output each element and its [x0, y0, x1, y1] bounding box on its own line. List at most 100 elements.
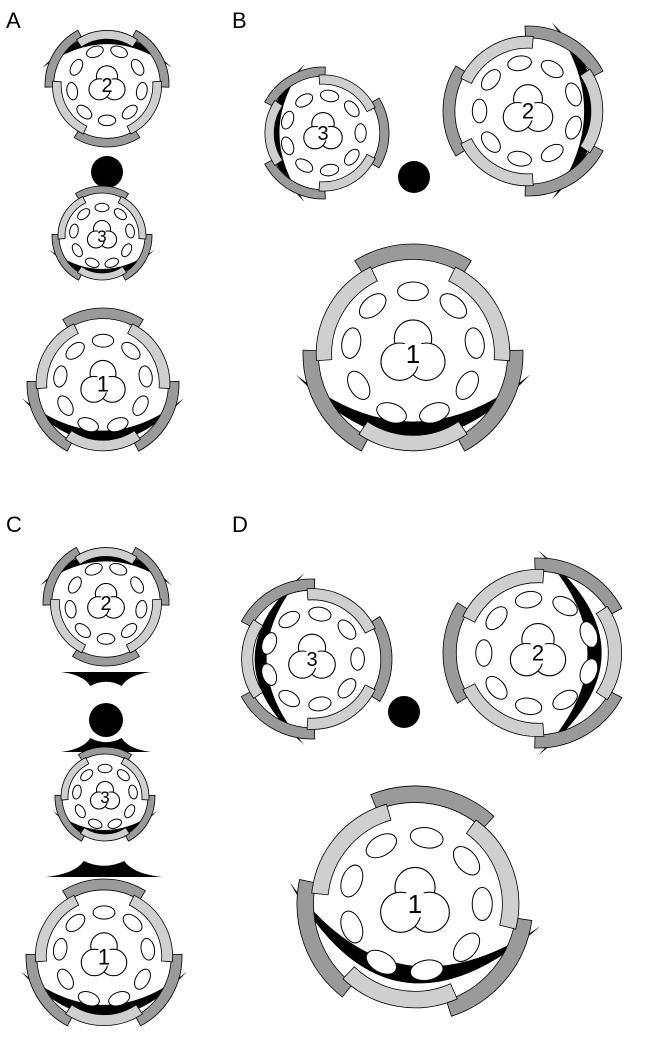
outer-tepal: [265, 67, 326, 106]
stamen: [139, 937, 156, 961]
stamen: [52, 365, 68, 388]
outer-tepal: [134, 381, 179, 451]
flower-b-3-number: 3: [317, 123, 328, 145]
stamen: [63, 911, 88, 935]
inner-tepal: [580, 69, 603, 153]
stamen: [362, 829, 401, 863]
panel-label-a: A: [6, 8, 21, 33]
panel-label-d: D: [232, 512, 248, 537]
axis-c: [89, 703, 123, 737]
flower-c-3-number: 3: [100, 788, 109, 807]
stamen: [66, 575, 84, 596]
stamen: [108, 561, 128, 577]
flower-a-2-number: 2: [101, 75, 112, 97]
stamen: [342, 146, 362, 167]
stamen: [73, 621, 93, 641]
flower-b-2: 2: [443, 22, 603, 199]
axis-b: [398, 161, 430, 193]
outer-tepal: [525, 145, 603, 196]
outer-tepal: [43, 547, 81, 605]
stamen: [104, 256, 120, 269]
flower-c-2-number: 2: [100, 593, 111, 615]
stamen: [342, 98, 362, 119]
flower-c-2: 2: [40, 547, 171, 666]
stamen: [435, 289, 471, 323]
stamen: [339, 326, 363, 360]
flower-a-2: 2: [42, 30, 171, 147]
stamen: [293, 91, 315, 110]
stamen: [120, 102, 140, 121]
stamen: [319, 163, 339, 177]
axis-a: [91, 156, 123, 188]
flower-b-3: 3: [265, 64, 389, 202]
stamen: [128, 784, 139, 799]
stamen: [64, 600, 78, 619]
stamen: [65, 82, 78, 101]
panel-label-c: C: [6, 512, 22, 537]
flower-a-3-number: 3: [97, 227, 106, 246]
stamen: [514, 696, 543, 717]
stamen: [63, 339, 88, 363]
outer-tepal: [125, 795, 155, 841]
stamen: [355, 124, 366, 142]
flower-d-3-number: 3: [306, 649, 317, 671]
stamen: [115, 767, 131, 783]
panel-label-b: B: [232, 8, 247, 33]
stamen: [279, 135, 296, 156]
stamen: [478, 128, 504, 156]
stamen: [507, 54, 533, 72]
flower-a-1-number: 1: [97, 372, 109, 397]
stamen: [276, 687, 302, 710]
stamen: [335, 617, 360, 643]
stamen: [137, 365, 153, 388]
stamen: [120, 911, 145, 935]
axis-d: [388, 696, 420, 728]
flower-c-3: 3: [53, 747, 157, 841]
flower-d-1-number: 1: [408, 889, 422, 919]
stamen: [79, 767, 95, 783]
outer-tepal: [457, 350, 523, 451]
inner-tepal: [76, 30, 137, 47]
stamen: [409, 825, 445, 850]
flower-c-1-number: 1: [98, 945, 110, 970]
stamen: [125, 223, 136, 238]
outer-tepal: [525, 26, 603, 77]
stamen: [131, 966, 153, 992]
stamen: [84, 256, 100, 269]
stamen: [308, 605, 332, 622]
flower-d-1: 1: [289, 786, 540, 1016]
outer-tepal: [55, 795, 85, 841]
stamen: [123, 803, 137, 819]
stamen: [84, 561, 104, 577]
stamen: [119, 621, 139, 641]
stamen: [343, 367, 375, 403]
flower-c-1: 1: [21, 879, 187, 1026]
inner-tepal: [265, 101, 283, 166]
stamen: [98, 115, 115, 126]
stamen: [563, 81, 585, 108]
stamen: [276, 608, 302, 631]
stamen: [87, 817, 103, 830]
stamen: [92, 334, 113, 347]
stamen: [482, 672, 511, 703]
stamen: [351, 648, 365, 670]
stamen: [119, 339, 144, 363]
inner-tepal: [77, 267, 126, 280]
flower-b-1-number: 1: [406, 339, 420, 369]
stamen: [319, 89, 339, 103]
stamen: [74, 102, 94, 121]
stamen: [448, 842, 485, 880]
stamen: [482, 603, 511, 634]
stamen: [355, 289, 391, 323]
stamen: [335, 675, 360, 701]
stamen: [293, 156, 315, 175]
outer-tepal: [135, 954, 182, 1026]
flower-d-3: 3: [241, 573, 392, 745]
flower-a-3: 3: [50, 186, 154, 280]
stamen: [130, 393, 152, 418]
flower-b-1: 1: [296, 244, 530, 451]
stamen: [507, 150, 533, 168]
outer-tepal: [355, 244, 472, 274]
stamen: [514, 589, 543, 610]
